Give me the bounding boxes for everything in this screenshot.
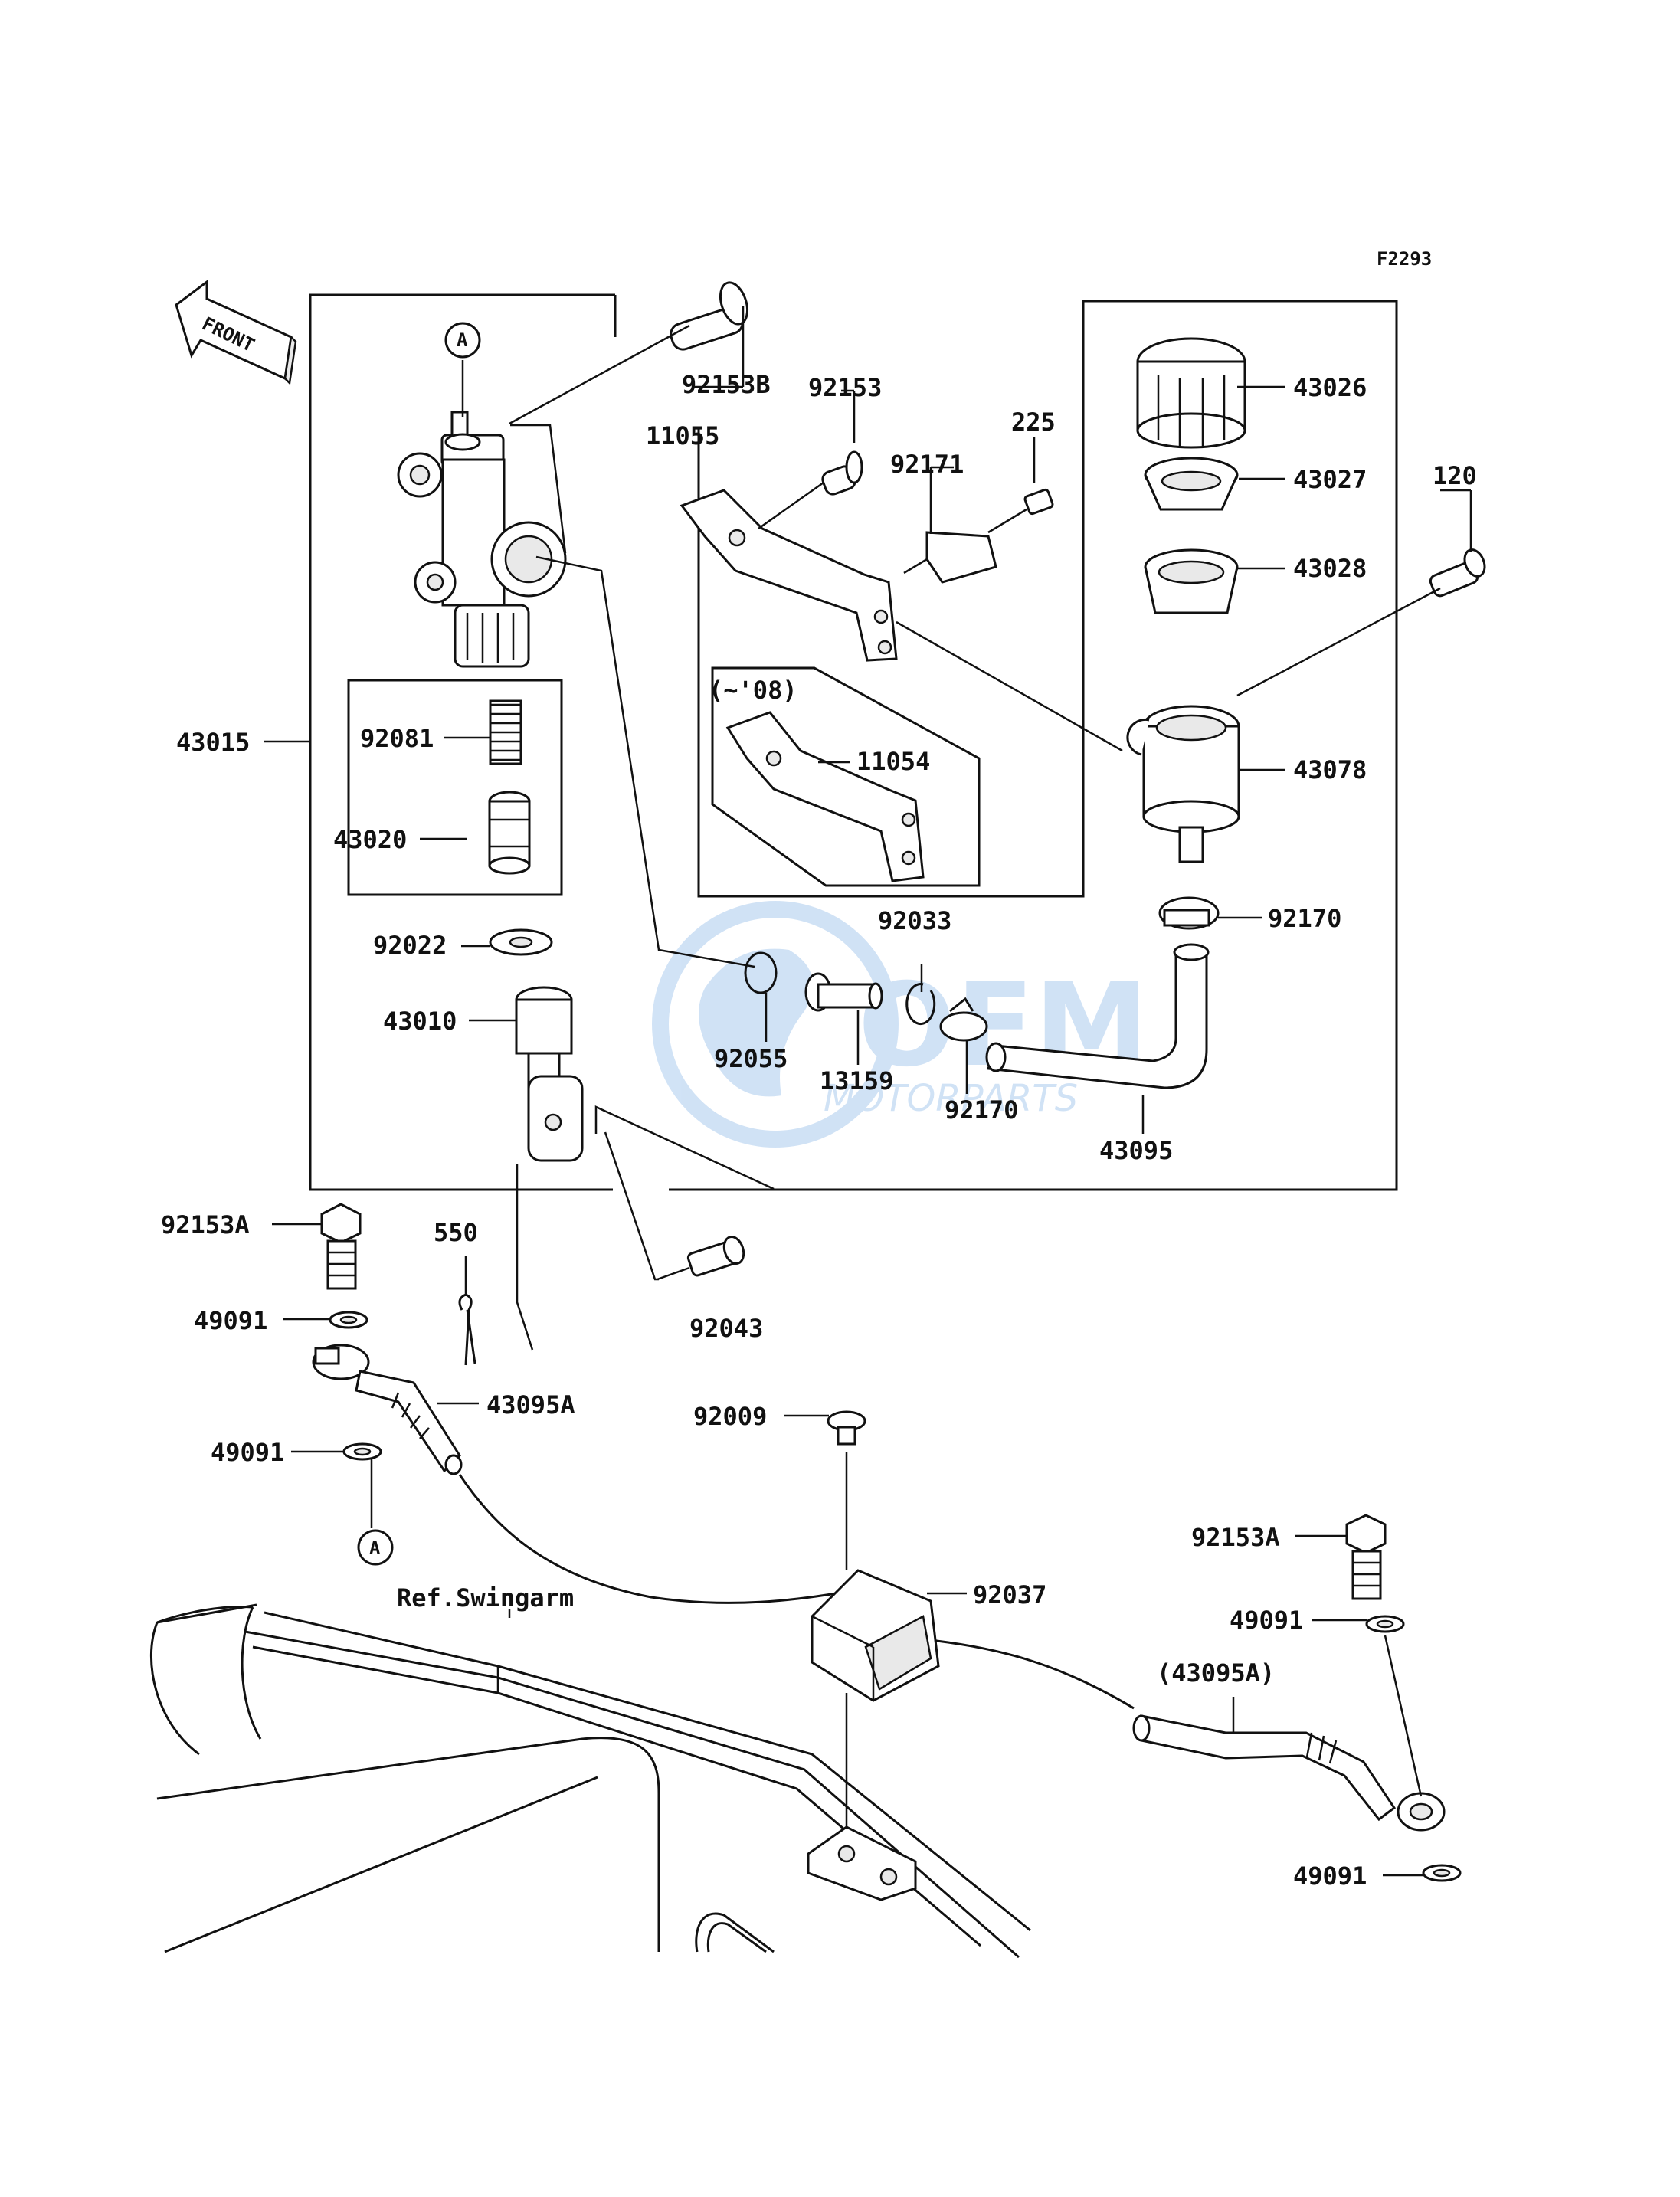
- label-43027: 43027: [1293, 465, 1367, 494]
- bolt-92153: [821, 450, 863, 496]
- piston-43020: [488, 791, 531, 875]
- fitting-13159: [804, 972, 883, 1012]
- label-92037: 92037: [973, 1580, 1046, 1609]
- label-13159: 13159: [820, 1066, 893, 1095]
- banjo-bolt-92153A-left: [320, 1203, 362, 1290]
- label-550: 550: [434, 1218, 478, 1247]
- spring-piston-box: [347, 679, 563, 896]
- label-92033: 92033: [878, 906, 951, 935]
- reservoir-43078: [1126, 705, 1240, 863]
- label-92170-lower: 92170: [945, 1095, 1018, 1125]
- label-92043: 92043: [689, 1314, 763, 1343]
- label-43026: 43026: [1293, 373, 1367, 402]
- push-rod-43010: [515, 986, 584, 1162]
- front-arrow-icon: FRONT: [175, 280, 297, 385]
- hose-routing-upper: [458, 1474, 859, 1604]
- label-11054: 11054: [856, 747, 930, 776]
- label-note-08: (~'08): [709, 676, 797, 705]
- screw-120: [1429, 548, 1486, 598]
- master-cylinder-body: [397, 411, 567, 668]
- watermark: OEM MOTORPARTS: [652, 901, 1148, 1148]
- label-43095A-ref: (43095A): [1157, 1658, 1275, 1688]
- label-92153A-left: 92153A: [161, 1210, 250, 1239]
- bracket-11054: [725, 711, 925, 882]
- label-49091-left-1: 49091: [194, 1306, 267, 1335]
- part-labels: 92153B 92153 11055 225 92171 43026 43027…: [161, 370, 1477, 1891]
- label-92171: 92171: [890, 450, 964, 479]
- diaphragm-43028: [1144, 548, 1239, 614]
- clip-92171: [925, 531, 997, 584]
- label-120: 120: [1433, 461, 1477, 490]
- pin-92153B: [670, 281, 749, 351]
- o-ring-92055: [744, 951, 778, 994]
- clamp-92170-lower: [939, 997, 988, 1042]
- spring-92081: [489, 699, 522, 765]
- label-92153B: 92153B: [682, 370, 771, 399]
- label-92009: 92009: [693, 1402, 767, 1431]
- hose-43095A: [312, 1344, 463, 1475]
- boot-92022: [489, 928, 553, 956]
- label-92022: 92022: [373, 931, 447, 960]
- washer-49091-left-1: [329, 1311, 368, 1329]
- label-49091-left-2: 49091: [211, 1438, 284, 1467]
- label-92170-upper: 92170: [1268, 904, 1341, 933]
- main-group-frame: [309, 293, 1398, 1191]
- svg-text:A: A: [369, 1537, 381, 1559]
- label-225: 225: [1011, 408, 1056, 437]
- bracket-11055: [680, 489, 898, 662]
- label-43015: 43015: [176, 728, 250, 757]
- washer-49091-right-1: [1365, 1615, 1405, 1633]
- watermark-sub: MOTORPARTS: [824, 1077, 1078, 1120]
- swingarm: [149, 1603, 1031, 1959]
- bolt-225: [1023, 488, 1054, 516]
- banjo-bolt-92153A-right: [1345, 1514, 1387, 1600]
- label-43020: 43020: [333, 825, 407, 854]
- pin-92043: [686, 1235, 745, 1277]
- reference-a-bottom: A: [357, 1529, 394, 1566]
- label-11055: 11055: [646, 421, 719, 450]
- hose-43095A-ref: [1132, 1714, 1446, 1832]
- label-43095A: 43095A: [486, 1390, 575, 1419]
- washer-49091-left-2: [342, 1442, 382, 1461]
- label-ref-swingarm: Ref.Swingarm: [397, 1583, 574, 1613]
- label-92055: 92055: [714, 1044, 788, 1073]
- label-43028: 43028: [1293, 554, 1367, 583]
- label-92081: 92081: [360, 724, 434, 753]
- screw-92009: [827, 1410, 866, 1446]
- reference-a-top: A: [444, 322, 481, 359]
- label-49091-right-2: 49091: [1293, 1861, 1367, 1891]
- label-43095: 43095: [1099, 1136, 1173, 1165]
- label-49091-right-1: 49091: [1230, 1606, 1303, 1635]
- clamp-92170-upper: [1158, 896, 1220, 930]
- diaphragm-plate-43027: [1144, 457, 1239, 511]
- label-92153: 92153: [808, 373, 882, 402]
- bracket-08-box: [711, 666, 981, 887]
- cotter-pin-550: [458, 1293, 476, 1366]
- label-43078: 43078: [1293, 755, 1367, 784]
- clamp-92037: [811, 1569, 940, 1702]
- hose-routing-middle: [922, 1638, 1135, 1710]
- circlip-92033: [905, 983, 936, 1026]
- cap-43026: [1136, 337, 1246, 449]
- figure-code: F2293: [1377, 248, 1432, 270]
- label-92153A-right: 92153A: [1191, 1523, 1280, 1552]
- label-43010: 43010: [383, 1007, 457, 1036]
- svg-text:A: A: [457, 329, 468, 351]
- leader-lines: [264, 385, 1423, 1877]
- hose-43095: [985, 943, 1210, 1089]
- washer-49091-right-2: [1422, 1864, 1462, 1882]
